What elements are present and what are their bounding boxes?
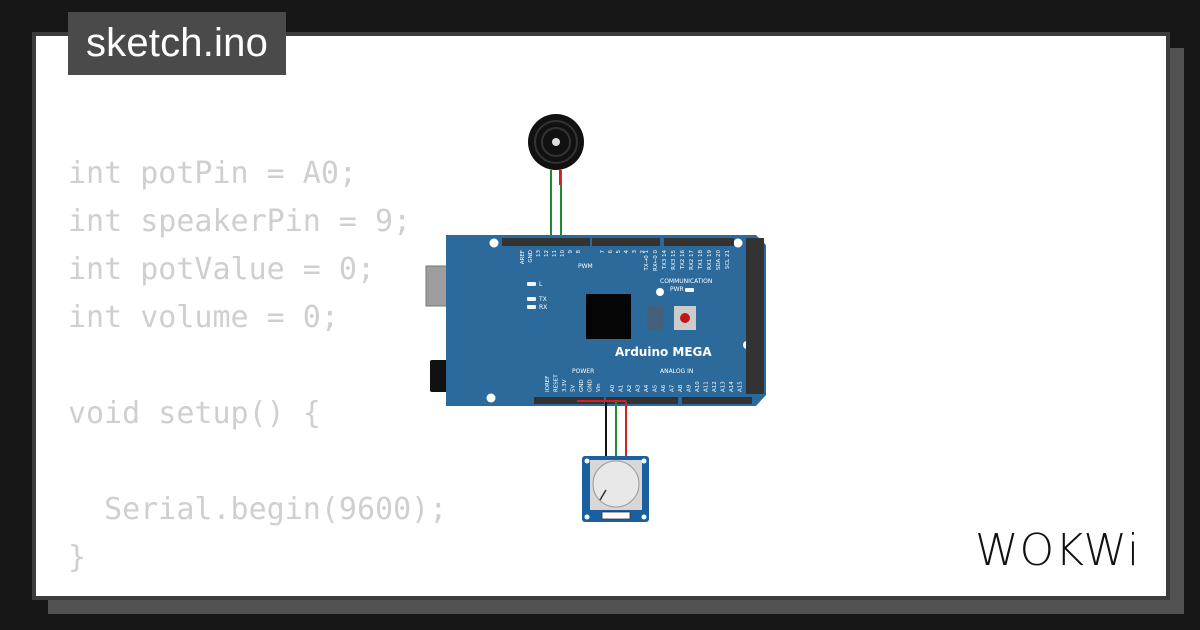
code-line: void setup() { [68, 396, 321, 431]
pin-label: A5 [653, 384, 659, 392]
pin-label: 3 [632, 250, 638, 254]
analog-label: ANALOG IN [660, 368, 693, 375]
led-tx-label: TX [538, 296, 547, 303]
pin-label: 10 [560, 250, 566, 257]
pin-label: TX1 18 [698, 250, 704, 271]
pin-label: TX3 14 [662, 250, 668, 271]
power-label: POWER [572, 368, 594, 375]
code-line: } [68, 540, 87, 575]
led-l-label: L [539, 281, 543, 288]
pin-label: A12 [712, 381, 718, 392]
pin-label: RX2 17 [689, 250, 695, 270]
pin-label: 8 [576, 250, 582, 254]
pin-label: A2 [627, 385, 633, 392]
pin-label: GND [528, 250, 534, 263]
pin-label: RX3 15 [671, 250, 677, 270]
pin-label: A11 [704, 381, 710, 392]
pin-label: 6 [608, 250, 614, 254]
pin-label: A6 [661, 384, 667, 392]
pin-label: GND [588, 379, 594, 392]
pin-label: GND [579, 379, 585, 392]
pin-label: SCL 21 [725, 250, 731, 269]
pin-label: Vin [596, 383, 602, 392]
pin-label: 7 [600, 250, 606, 254]
communication-label: COMMUNICATION [660, 278, 712, 285]
code-line: int potValue = 0; [68, 252, 376, 287]
pin-label: A0 [610, 384, 616, 392]
pin-label: RX1 19 [707, 250, 713, 270]
arduino-mega-board [446, 235, 766, 406]
board-name: Arduino MEGA [615, 345, 712, 359]
pin-label: SDA 20 [716, 250, 722, 271]
potentiometer [582, 456, 649, 522]
buzzer-wires [542, 170, 574, 243]
pin-label: A9 [687, 384, 693, 392]
pin-label: 9 [568, 250, 574, 254]
buzzer [528, 114, 584, 170]
pin-label: A4 [644, 384, 650, 392]
pin-label: 5V [571, 385, 577, 392]
pin-label: 12 [544, 250, 550, 257]
pin-label: A7 [670, 384, 676, 392]
code-line: int potPin = A0; [68, 156, 357, 191]
pin-label: RX←0 0 [653, 250, 659, 271]
code-preview: int potPin = A0; int speakerPin = 9; int p… [68, 150, 588, 582]
pin-label: 13 [536, 250, 542, 257]
sketch-filename: sketch.ino [68, 12, 286, 75]
pwm-label: PWM [578, 263, 593, 270]
pin-label: TX2 16 [680, 250, 686, 271]
code-line: int speakerPin = 9; [68, 204, 412, 239]
pin-label: A14 [729, 381, 735, 392]
pin-label: RESET [554, 374, 560, 392]
led-rx-label: RX [539, 304, 547, 311]
pin-label: A1 [619, 385, 625, 392]
pin-label: IOREF [545, 376, 551, 392]
pin-label: TX→0 1 [644, 250, 650, 271]
code-line: Serial.begin(9600); [68, 492, 448, 527]
pin-label: A10 [695, 381, 701, 392]
pin-label: A3 [636, 384, 642, 392]
pin-label: A8 [678, 384, 684, 392]
pin-label: 2 [640, 250, 646, 254]
pin-label: A15 [738, 381, 744, 392]
pwr-led-label: PWR [670, 286, 684, 293]
pin-label: AREF [520, 250, 526, 264]
pin-label: 11 [552, 250, 558, 257]
pin-label: 5 [616, 250, 622, 254]
pin-label: A13 [721, 381, 727, 392]
wokwi-logo: WOKWi [975, 525, 1141, 576]
code-line: int volume = 0; [68, 300, 339, 335]
pin-label: 4 [624, 250, 630, 254]
pin-label: 3.3V [562, 379, 568, 392]
circuit-diagram: Arduino MEGA PWM POWER ANALOG IN COMMUNI… [425, 114, 766, 522]
